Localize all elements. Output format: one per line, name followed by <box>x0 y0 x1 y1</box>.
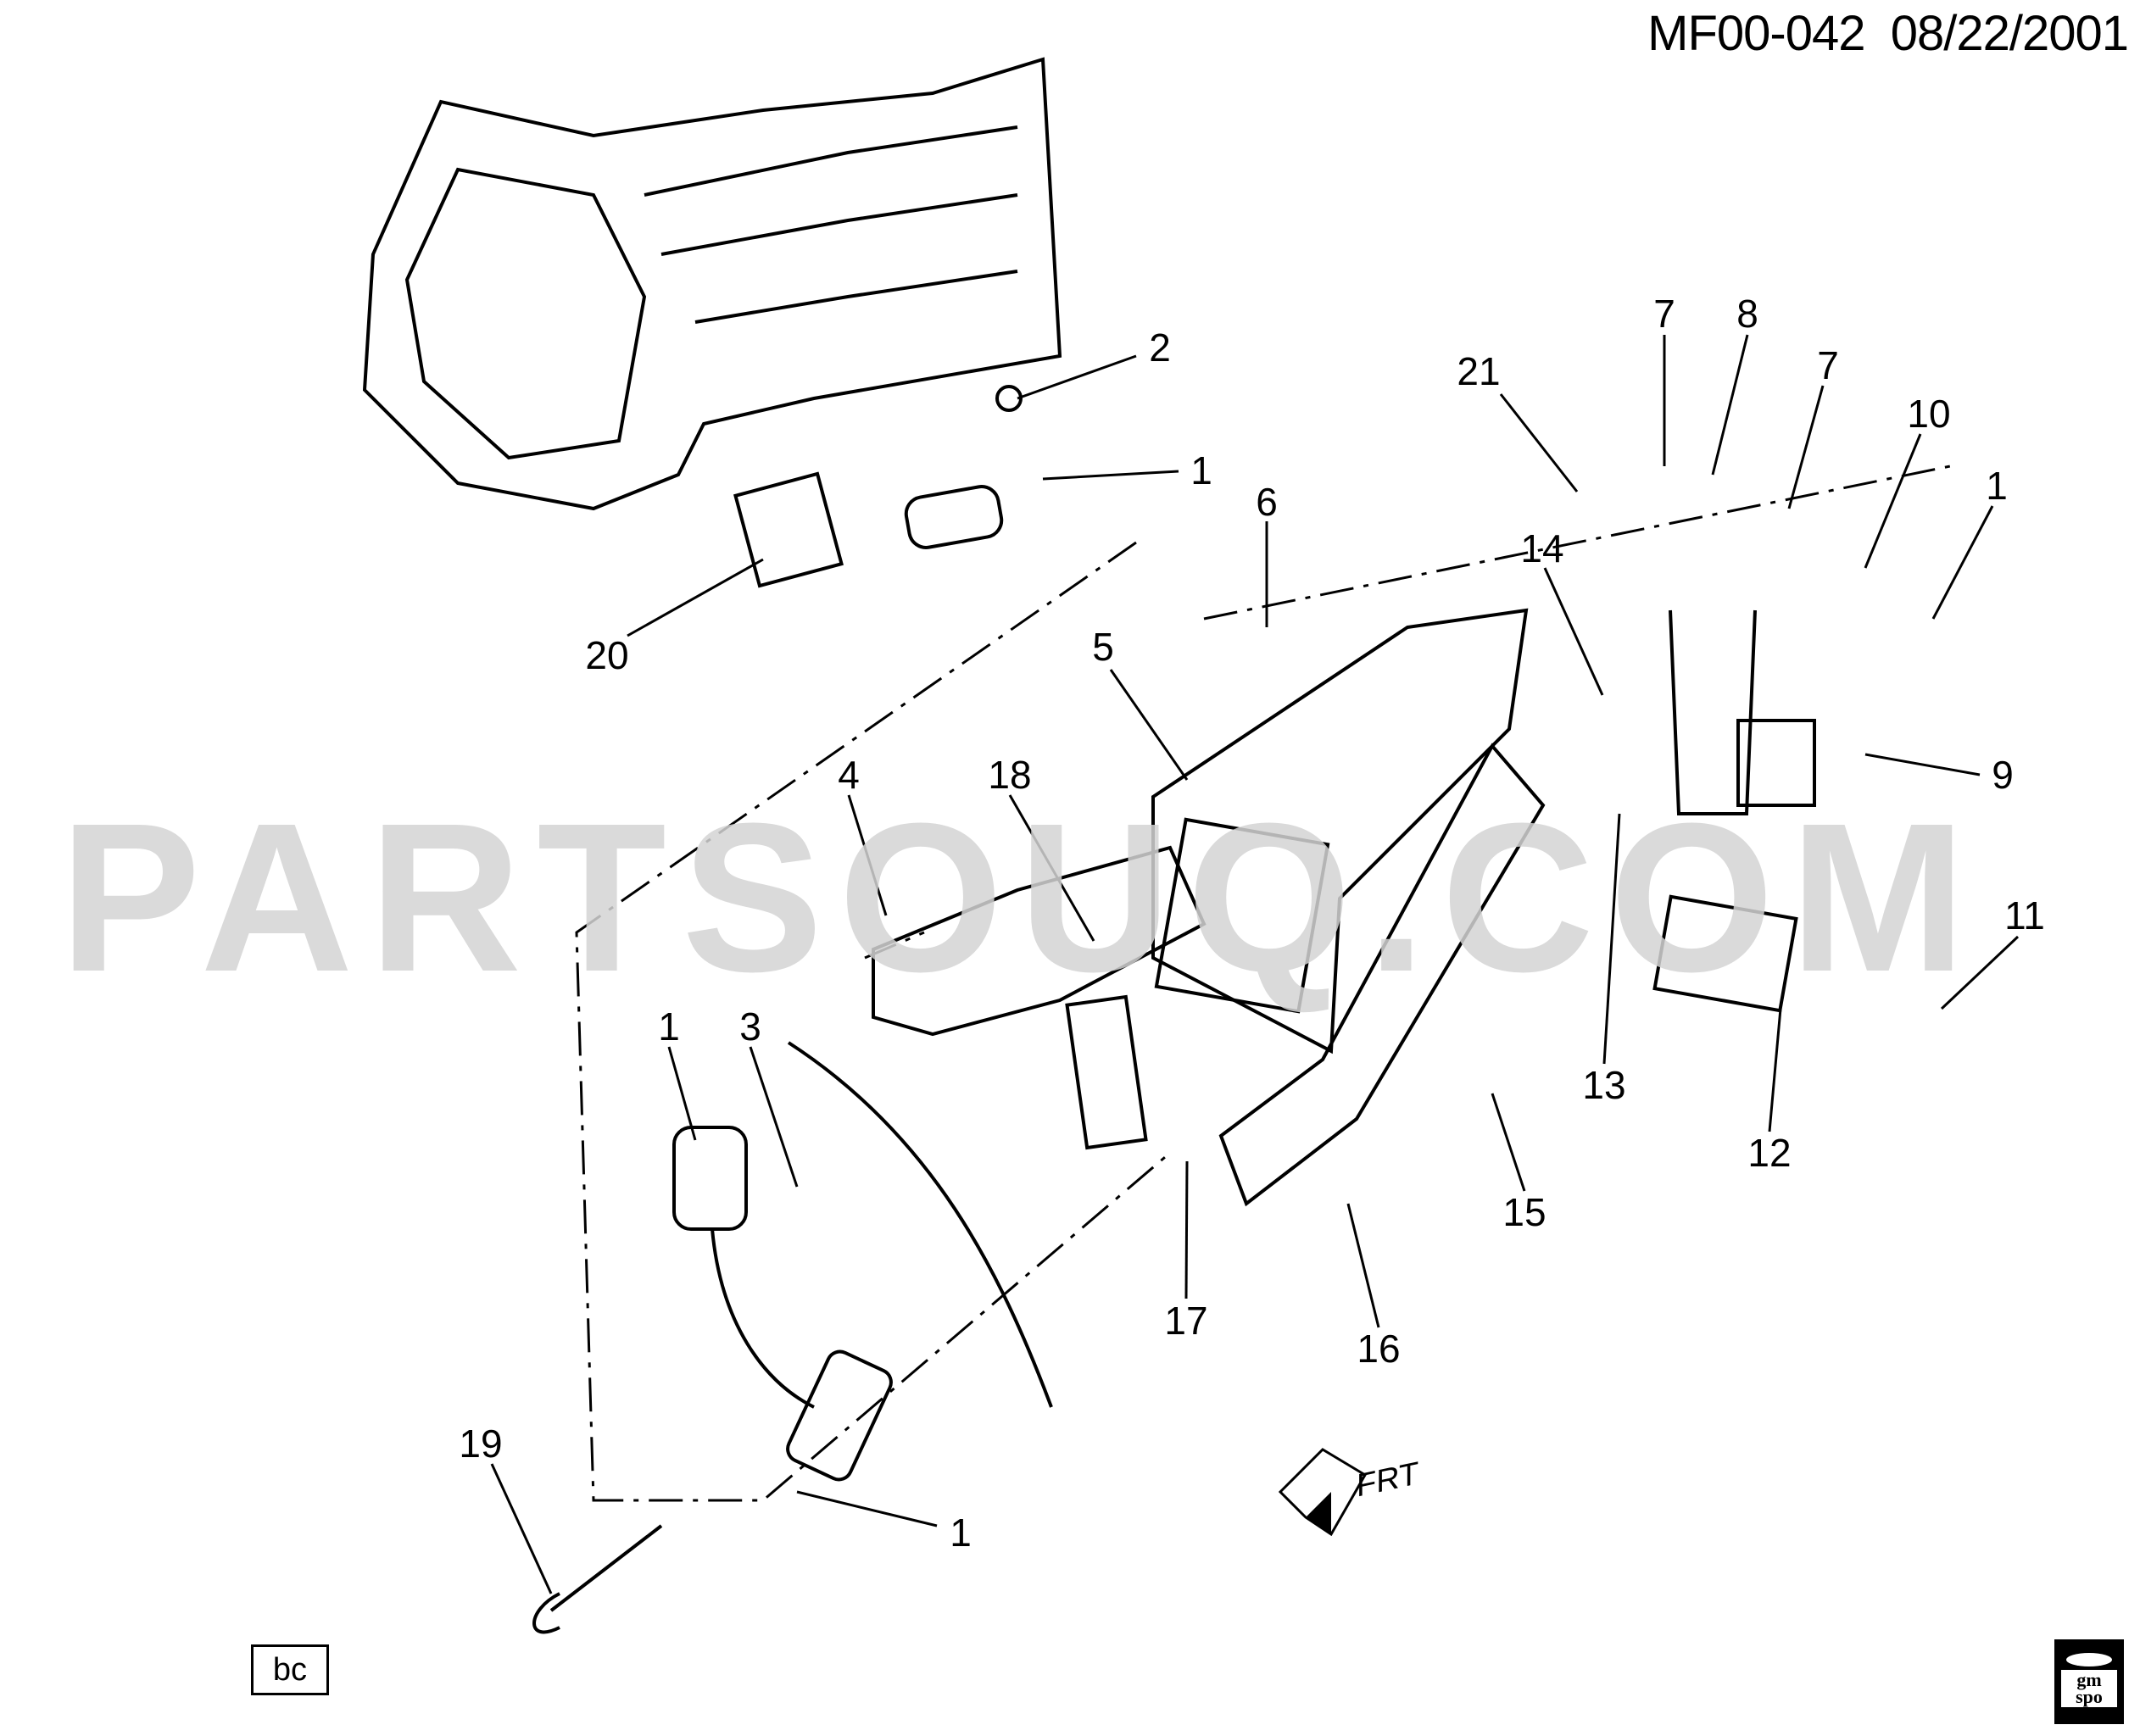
callout-7[interactable]: 7 <box>1817 343 1839 387</box>
watermark: PARTSOUQ.COM <box>59 779 1981 1015</box>
callout-10[interactable]: 10 <box>1907 392 1951 436</box>
callout-19[interactable]: 19 <box>459 1422 503 1466</box>
callout-1[interactable]: 1 <box>950 1511 972 1555</box>
front-direction-arrow-icon <box>1278 1448 1368 1537</box>
transmission-illustration <box>362 57 1062 511</box>
callout-8[interactable]: 8 <box>1736 292 1758 336</box>
pedal-bracket-illustration <box>872 608 1816 1207</box>
callout-16[interactable]: 16 <box>1357 1327 1401 1371</box>
code-box: bc <box>251 1644 329 1695</box>
callout-17[interactable]: 17 <box>1164 1299 1208 1343</box>
callout-3[interactable]: 3 <box>739 1004 761 1049</box>
callout-11[interactable]: 11 <box>2004 893 2045 938</box>
callout-9[interactable]: 9 <box>1992 753 2014 797</box>
callout-2[interactable]: 2 <box>1149 326 1171 370</box>
callout-4[interactable]: 4 <box>838 753 860 797</box>
leader-lines <box>490 334 2020 1594</box>
callout-12[interactable]: 12 <box>1747 1131 1792 1175</box>
callout-1[interactable]: 1 <box>1986 464 2008 508</box>
callout-1[interactable]: 1 <box>658 1004 680 1049</box>
callout-7[interactable]: 7 <box>1653 292 1675 336</box>
callout-5[interactable]: 5 <box>1092 625 1114 669</box>
callout-1[interactable]: 1 <box>1190 448 1212 492</box>
diagram-code: MF00-042 <box>1647 6 1865 61</box>
callout-13[interactable]: 13 <box>1582 1063 1626 1107</box>
phantom-lines <box>575 465 1951 1502</box>
slave-cylinder-illustration <box>733 385 1023 588</box>
master-cylinder-illustration <box>532 1041 1053 1634</box>
diagram-header: MF00-042 08/22/2001 <box>1647 5 2129 62</box>
callout-20[interactable]: 20 <box>585 633 629 677</box>
logo-oval <box>2066 1653 2112 1666</box>
callout-14[interactable]: 14 <box>1520 526 1564 570</box>
callout-18[interactable]: 18 <box>988 753 1032 797</box>
callout-15[interactable]: 15 <box>1502 1190 1546 1234</box>
callout-6[interactable]: 6 <box>1256 480 1278 524</box>
callout-21[interactable]: 21 <box>1457 349 1501 393</box>
diagram-date: 08/22/2001 <box>1890 6 2129 61</box>
